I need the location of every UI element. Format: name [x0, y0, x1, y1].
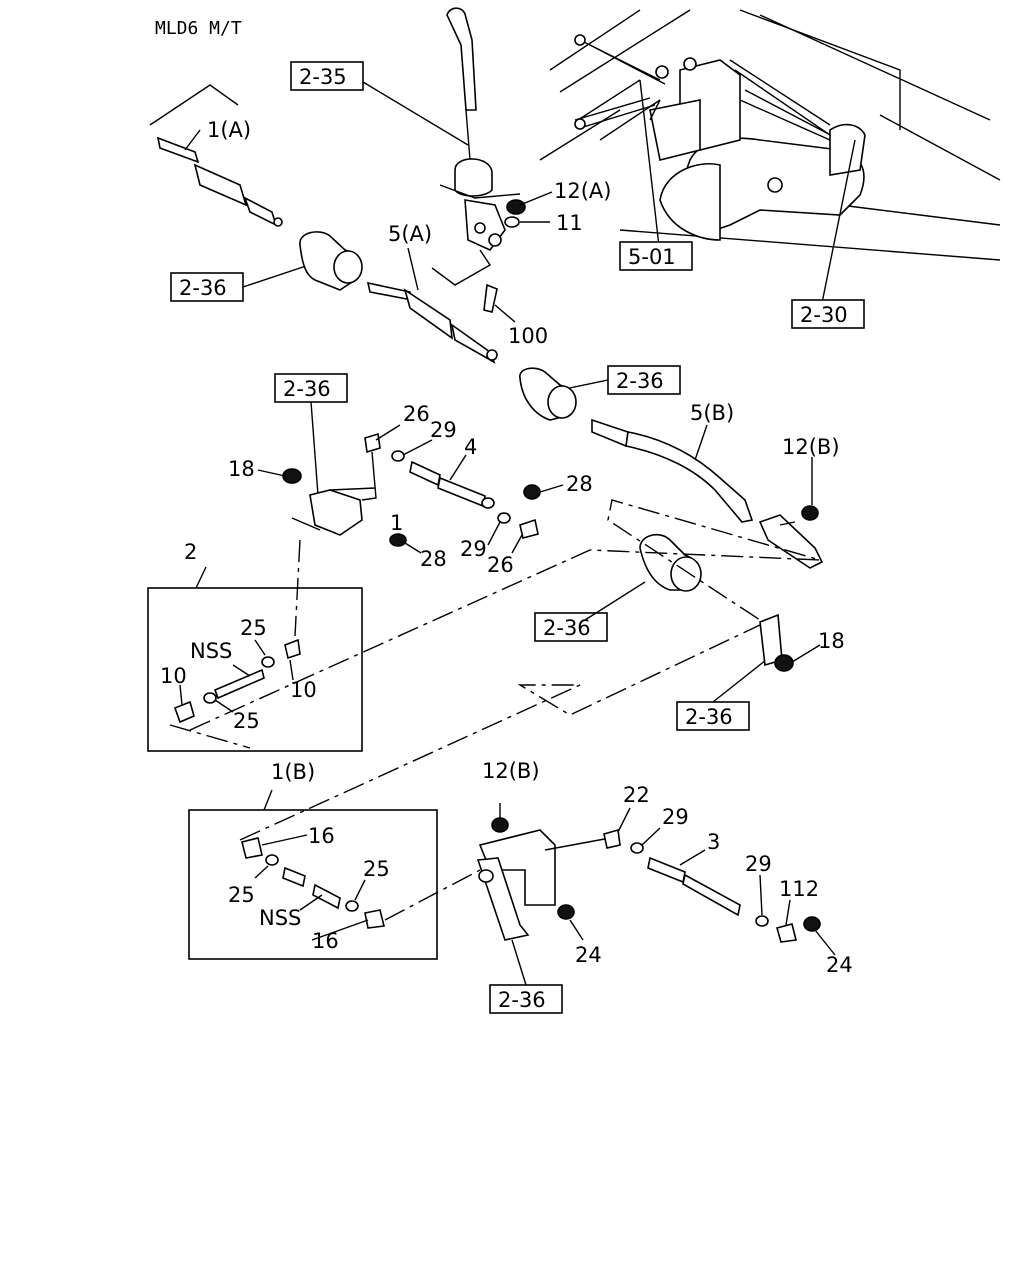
- callout-29-mid: 29: [460, 537, 487, 561]
- rod-3: [603, 828, 821, 943]
- bracket-lower: [476, 817, 611, 941]
- callout-18-left: 18: [228, 457, 255, 481]
- callout-29-lower-b: 29: [745, 852, 772, 876]
- ref-2-36-left[interactable]: 2-36: [170, 272, 244, 302]
- callout-25-d: 25: [228, 883, 255, 907]
- callout-112: 112: [779, 877, 819, 901]
- svg-text:2-36: 2-36: [179, 276, 227, 300]
- callout-nss-b: NSS: [259, 906, 301, 930]
- ref-2-36-bottom[interactable]: 2-36: [489, 984, 563, 1014]
- callout-10-right: 10: [290, 678, 317, 702]
- svg-text:2-36: 2-36: [283, 377, 331, 401]
- callout-nss-a: NSS: [190, 639, 232, 663]
- svg-text:2-36: 2-36: [616, 369, 664, 393]
- callout-28-left: 28: [420, 547, 447, 571]
- svg-text:2-30: 2-30: [800, 303, 848, 327]
- callout-2: 2: [184, 540, 197, 564]
- callout-100: 100: [508, 324, 548, 348]
- route-line-e: [169, 724, 251, 749]
- callout-29-lower-a: 29: [662, 805, 689, 829]
- callout-24-left: 24: [575, 943, 602, 967]
- callout-16-bottom: 16: [312, 929, 339, 953]
- bushing-left: [299, 231, 363, 291]
- route-line-b: [189, 499, 821, 731]
- ref-2-36-right[interactable]: 2-36: [676, 701, 750, 731]
- route-line-a: [294, 539, 301, 637]
- ref-2-35[interactable]: 2-35: [290, 61, 364, 91]
- route-line-c: [239, 624, 761, 841]
- callout-25-a: 25: [240, 616, 267, 640]
- callout-1: 1: [390, 511, 403, 535]
- callout-22: 22: [623, 783, 650, 807]
- shift-lever: [431, 7, 521, 313]
- callout-25-c: 25: [363, 857, 390, 881]
- callout-28-right: 28: [566, 472, 593, 496]
- detail-box-2: [147, 566, 363, 752]
- link-4: [329, 432, 541, 539]
- bracket-upper: [282, 468, 407, 547]
- callout-25-b: 25: [233, 709, 260, 733]
- callout-26-top: 26: [403, 402, 430, 426]
- callout-26-mid: 26: [487, 553, 514, 577]
- svg-text:2-36: 2-36: [498, 988, 546, 1012]
- ref-5-01[interactable]: 5-01: [619, 241, 693, 271]
- detail-box-1b: [188, 789, 438, 960]
- callout-10-left: 10: [160, 664, 187, 688]
- svg-text:2-36: 2-36: [543, 616, 591, 640]
- svg-text:2-35: 2-35: [299, 65, 347, 89]
- bracket-right: [758, 505, 824, 672]
- ref-2-36-mid[interactable]: 2-36: [534, 612, 608, 642]
- bushing-right: [639, 533, 702, 592]
- callout-24-right: 24: [826, 953, 853, 977]
- callout-29-top: 29: [430, 418, 457, 442]
- callout-12b-lower: 12(B): [482, 759, 540, 783]
- ref-2-30[interactable]: 2-30: [791, 299, 865, 329]
- callout-18-right: 18: [818, 629, 845, 653]
- washer-11: [504, 216, 520, 228]
- rod-5a: [366, 281, 498, 364]
- callout-5b: 5(B): [690, 401, 734, 425]
- svg-text:2-36: 2-36: [685, 705, 733, 729]
- cable-1a: [149, 84, 283, 227]
- callout-4: 4: [464, 435, 477, 459]
- callout-3: 3: [707, 830, 720, 854]
- svg-text:5-01: 5-01: [628, 245, 676, 269]
- transmission-assembly: [539, 9, 1001, 304]
- rod-5b: [591, 418, 754, 523]
- bushing-center: [519, 367, 577, 421]
- callout-12b: 12(B): [782, 435, 840, 459]
- ref-2-36-center[interactable]: 2-36: [607, 365, 681, 395]
- callout-1b: 1(B): [271, 760, 315, 784]
- callout-5a: 5(A): [388, 222, 432, 246]
- callout-12a: 12(A): [554, 179, 611, 203]
- model-header: MLD6 M/T: [155, 18, 242, 39]
- callout-11: 11: [556, 211, 583, 235]
- route-line-d: [384, 869, 481, 921]
- ref-2-36-bracket[interactable]: 2-36: [274, 373, 348, 403]
- callout-16-top: 16: [308, 824, 335, 848]
- nut-12a: [506, 199, 526, 215]
- callout-1a: 1(A): [207, 118, 251, 142]
